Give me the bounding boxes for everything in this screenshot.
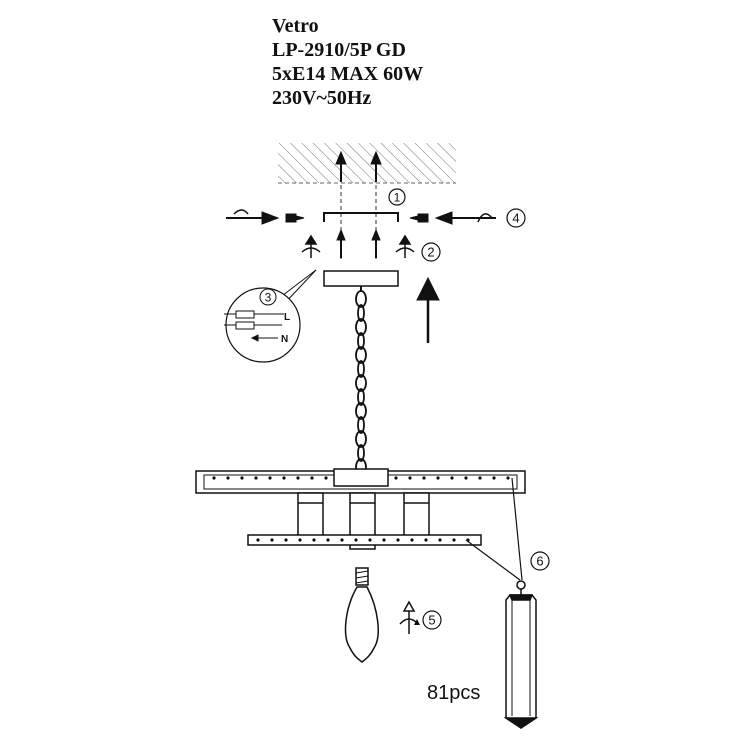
step-6-marker: 6 <box>530 551 550 571</box>
ceiling-anchor-right <box>370 150 382 182</box>
ring-hole <box>452 538 456 542</box>
ring-hole <box>354 538 358 542</box>
chain-link <box>357 332 365 350</box>
step-4-marker: 4 <box>506 208 526 228</box>
chain-link <box>355 346 367 364</box>
ring-hole <box>492 476 496 480</box>
ring-hole <box>394 476 398 480</box>
ring-hole <box>340 538 344 542</box>
step-4-label: 4 <box>512 211 519 226</box>
ring-hole <box>270 538 274 542</box>
ring-hole <box>438 538 442 542</box>
bolt-right-icon <box>371 228 381 258</box>
ring-hole <box>382 538 386 542</box>
ring-hole <box>212 476 216 480</box>
step-2-marker: 2 <box>421 242 441 262</box>
bulb-rotate-icon <box>399 600 420 634</box>
step-5-label: 5 <box>428 613 435 628</box>
product-spec-block: Vetro LP-2910/5P GD 5xE14 MAX 60W 230V~5… <box>272 14 423 110</box>
terminal-block-icon <box>224 310 284 330</box>
crystal-hanger-lines <box>465 477 523 581</box>
lower-ring-holes <box>256 538 470 542</box>
mounting-bracket <box>323 212 399 222</box>
ring-hole <box>254 476 258 480</box>
chain-link <box>355 318 367 336</box>
chain-link <box>355 374 367 392</box>
ring-hole <box>450 476 454 480</box>
step-2-label: 2 <box>427 245 434 260</box>
chain-link <box>357 360 365 378</box>
ring-hole <box>326 538 330 542</box>
wiring-detail: 3 L N <box>224 269 317 363</box>
wire-arrow-icon <box>250 334 278 342</box>
ring-hole <box>478 476 482 480</box>
step-1-marker: 1 <box>388 188 406 206</box>
ring-hole <box>310 476 314 480</box>
voltage-spec: 230V~50Hz <box>272 87 372 109</box>
ring-hole <box>282 476 286 480</box>
lower-ring <box>247 534 482 546</box>
ring-hole <box>506 476 510 480</box>
step-5-marker: 5 <box>422 610 442 630</box>
lift-arrow-icon <box>416 276 440 343</box>
ring-hole <box>296 476 300 480</box>
ceiling-hatch <box>278 143 456 184</box>
suspension-chain <box>355 290 367 476</box>
product-name: Vetro <box>272 15 319 37</box>
chain-link <box>355 430 367 448</box>
nut-left-icon <box>301 234 321 258</box>
ring-hole <box>368 538 372 542</box>
ring-hole <box>436 476 440 480</box>
chain-link <box>355 402 367 420</box>
guide-lines <box>340 185 377 262</box>
ring-hole <box>464 476 468 480</box>
upper-ring-holes <box>212 476 510 480</box>
ring-hole <box>256 538 260 542</box>
screw-right-icon <box>409 211 496 225</box>
step-1-label: 1 <box>394 191 401 205</box>
crystal-prism <box>503 580 539 729</box>
ring-hole <box>284 538 288 542</box>
ring-hole <box>410 538 414 542</box>
candle-bulb <box>344 567 379 663</box>
chain-link <box>357 416 365 434</box>
lamp-spec: 5xE14 MAX 60W <box>272 63 424 85</box>
chain-link <box>355 290 367 308</box>
crystal-count-label: 81pcs <box>427 682 481 704</box>
product-model: LP-2910/5P GD <box>272 39 406 61</box>
wire-neutral-label: N <box>281 334 288 345</box>
upper-ring <box>195 468 526 494</box>
chain-link <box>357 444 365 462</box>
ceiling-anchor-left <box>335 150 347 182</box>
step-3-label: 3 <box>265 291 272 305</box>
bolt-left-icon <box>336 228 346 258</box>
ring-hole <box>268 476 272 480</box>
ring-hole <box>422 476 426 480</box>
screw-left-icon <box>226 209 305 225</box>
step-6-label: 6 <box>536 554 543 569</box>
ring-hole <box>312 538 316 542</box>
ring-hole <box>240 476 244 480</box>
ring-hole <box>424 538 428 542</box>
nut-right-icon <box>395 234 415 258</box>
ring-hole <box>408 476 412 480</box>
ring-hole <box>324 476 328 480</box>
ring-hole <box>226 476 230 480</box>
wire-live-label: L <box>284 312 290 323</box>
chain-link <box>357 304 365 322</box>
chain-link <box>357 388 365 406</box>
ring-hole <box>298 538 302 542</box>
canopy <box>323 270 399 292</box>
ring-hole <box>396 538 400 542</box>
